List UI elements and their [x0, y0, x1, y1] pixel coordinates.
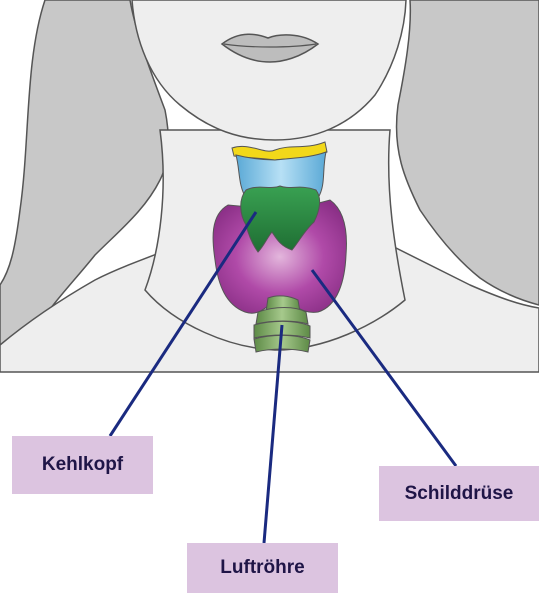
label-kehlkopf: Kehlkopf — [12, 436, 153, 494]
face — [132, 0, 406, 140]
label-schilddruese-text: Schilddrüse — [405, 483, 514, 505]
label-luftroehre-text: Luftröhre — [220, 557, 304, 579]
label-luftroehre: Luftröhre — [187, 543, 338, 593]
label-schilddruese: Schilddrüse — [379, 466, 539, 521]
label-kehlkopf-text: Kehlkopf — [42, 454, 123, 476]
